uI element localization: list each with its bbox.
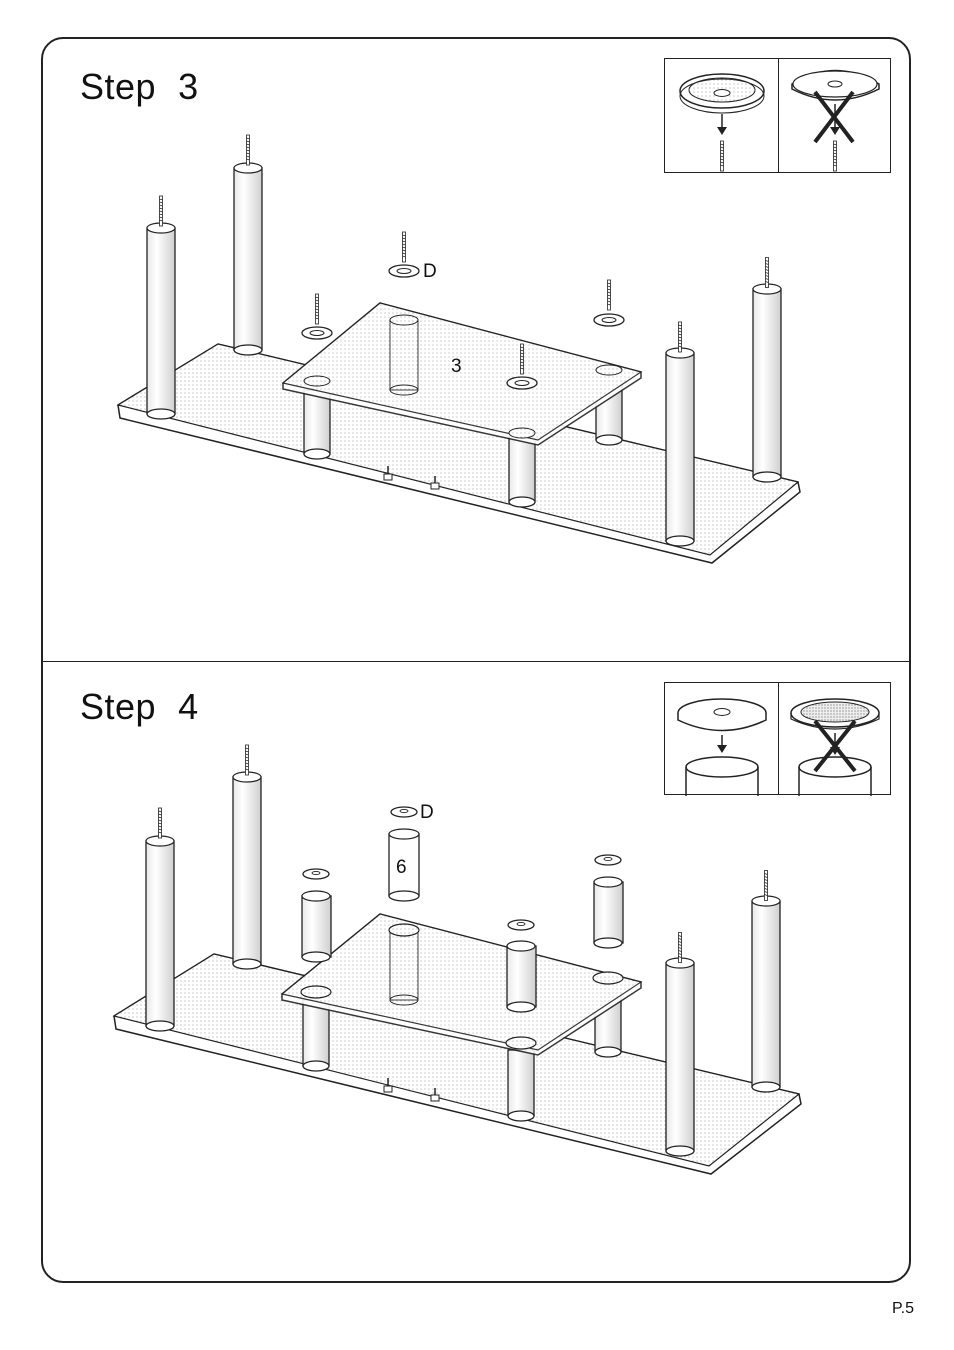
step-4-connector-label: 6 [396,857,407,878]
page-number: P.5 [892,1300,914,1318]
step-4-washer-label: D [420,802,434,823]
